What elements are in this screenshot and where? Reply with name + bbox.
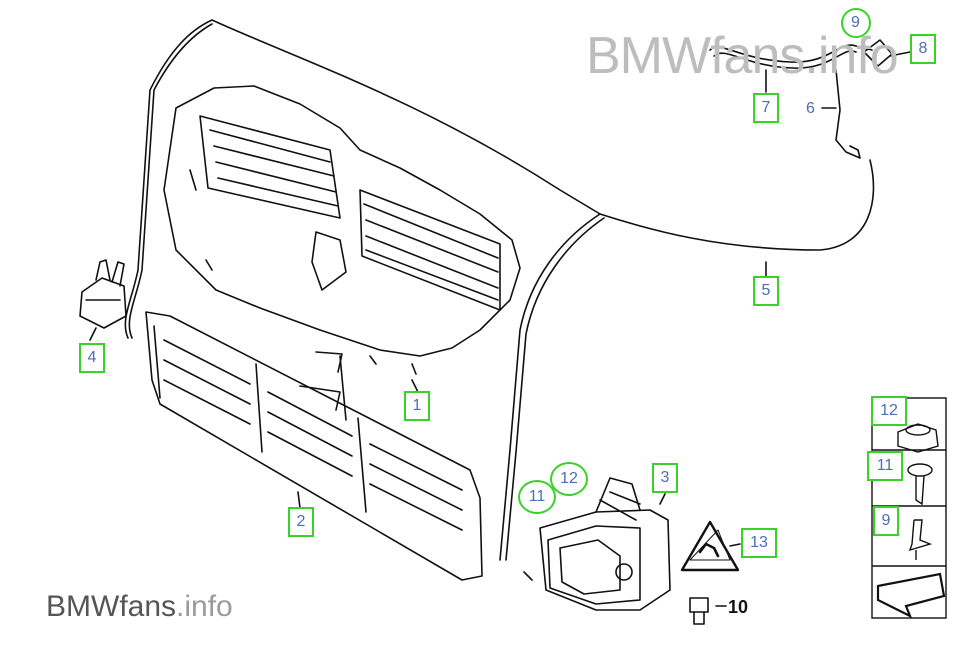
- callout-part-9-top[interactable]: 9: [851, 14, 860, 31]
- warning-label-part-13: [680, 520, 740, 572]
- watermark-brand: BMWfans: [46, 590, 177, 623]
- callout-part-12-side[interactable]: 12: [871, 396, 907, 426]
- callout-part-11-side[interactable]: 11: [867, 451, 903, 481]
- callout-part-12-main[interactable]: 12: [550, 462, 588, 496]
- hardware-legend-box: [871, 397, 947, 619]
- watermark-top: BMWfans.info: [586, 27, 899, 85]
- callout-part-13[interactable]: 13: [741, 528, 777, 558]
- actuator-part-3: [523, 477, 671, 611]
- screw-part-10: [689, 597, 727, 625]
- wiring-harness: [124, 19, 875, 339]
- callout-part-1[interactable]: 1: [404, 391, 430, 421]
- callout-part-8[interactable]: 8: [910, 34, 936, 64]
- callout-part-7[interactable]: 7: [753, 93, 779, 123]
- callout-part-10[interactable]: 10: [728, 597, 749, 617]
- callout-part-3[interactable]: 3: [652, 463, 678, 493]
- callout-part-5[interactable]: 5: [753, 276, 779, 306]
- callout-part-4[interactable]: 4: [79, 343, 105, 373]
- upper-air-duct-part-1: [163, 85, 521, 375]
- sensor-bracket: [709, 44, 873, 63]
- watermark-suffix: .info: [176, 590, 233, 623]
- callout-part-9-side[interactable]: 9: [873, 506, 899, 536]
- shutter-grille-part-2: [145, 311, 483, 581]
- callout-part-11-main[interactable]: 11: [518, 480, 556, 514]
- callout-part-6[interactable]: 6: [806, 100, 815, 117]
- callout-part-2[interactable]: 2: [288, 507, 314, 537]
- connector-part-4: [79, 259, 127, 329]
- watermark-bottom: BMWfans.info: [46, 590, 233, 624]
